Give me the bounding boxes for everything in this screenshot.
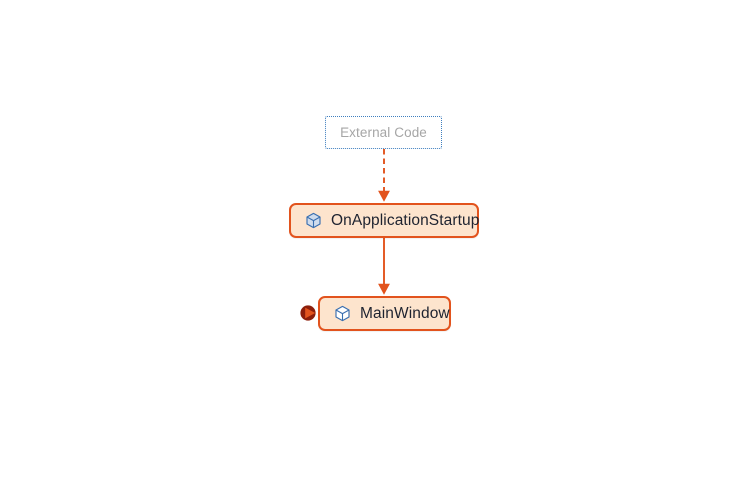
node-main-window-label: MainWindow <box>360 304 450 322</box>
node-external-code-label: External Code <box>340 125 427 140</box>
node-external-code[interactable]: External Code <box>325 116 442 149</box>
node-on-application-startup[interactable]: OnApplicationStartup <box>289 203 479 238</box>
entry-point-marker-icon[interactable] <box>299 303 319 323</box>
node-main-window[interactable]: MainWindow <box>318 296 451 331</box>
node-on-application-startup-label: OnApplicationStartup <box>331 211 480 229</box>
cube-icon <box>306 212 321 229</box>
cube-icon <box>335 305 350 322</box>
